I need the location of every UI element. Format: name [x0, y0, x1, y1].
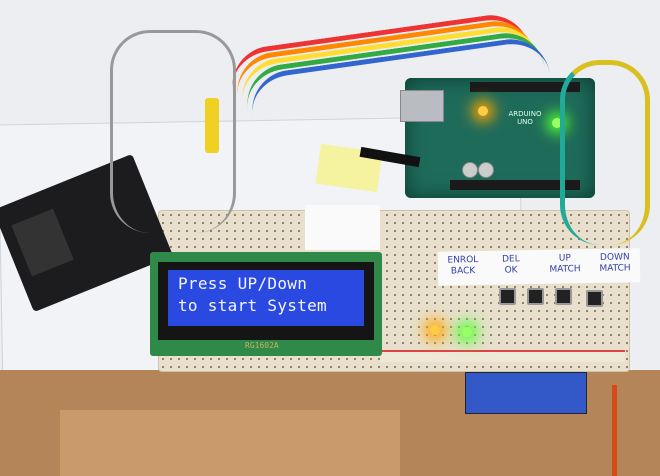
red-wire	[612, 385, 617, 476]
digital-header	[470, 82, 580, 92]
9v-battery	[465, 372, 587, 414]
capacitor	[478, 162, 494, 178]
yellow-led	[430, 325, 440, 335]
lcd-model-label: RG1602A	[245, 341, 279, 350]
grey-wire	[110, 30, 236, 233]
yellow-heatshrink	[205, 98, 219, 153]
arduino-status-led	[552, 118, 562, 128]
lcd-display: Press UP/Down to start System	[168, 270, 364, 326]
usb-port	[400, 90, 444, 122]
tape-strip	[305, 205, 380, 250]
lcd-line-1: Press UP/Down	[178, 274, 308, 293]
analog-header	[450, 180, 580, 190]
green-led	[462, 327, 472, 337]
down-match-button[interactable]	[586, 290, 603, 307]
arduino-logo: ARDUINO UNO	[508, 110, 542, 126]
up-match-button[interactable]	[555, 288, 572, 305]
right-ribbon-wire	[560, 60, 650, 245]
arduino-power-led	[478, 106, 488, 116]
lcd-line-2: to start System	[178, 296, 327, 315]
cardboard-flap	[60, 410, 400, 476]
del-ok-button[interactable]	[527, 288, 544, 305]
enrol-back-button[interactable]	[499, 288, 516, 305]
capacitor	[462, 162, 478, 178]
power-rail	[380, 350, 625, 362]
